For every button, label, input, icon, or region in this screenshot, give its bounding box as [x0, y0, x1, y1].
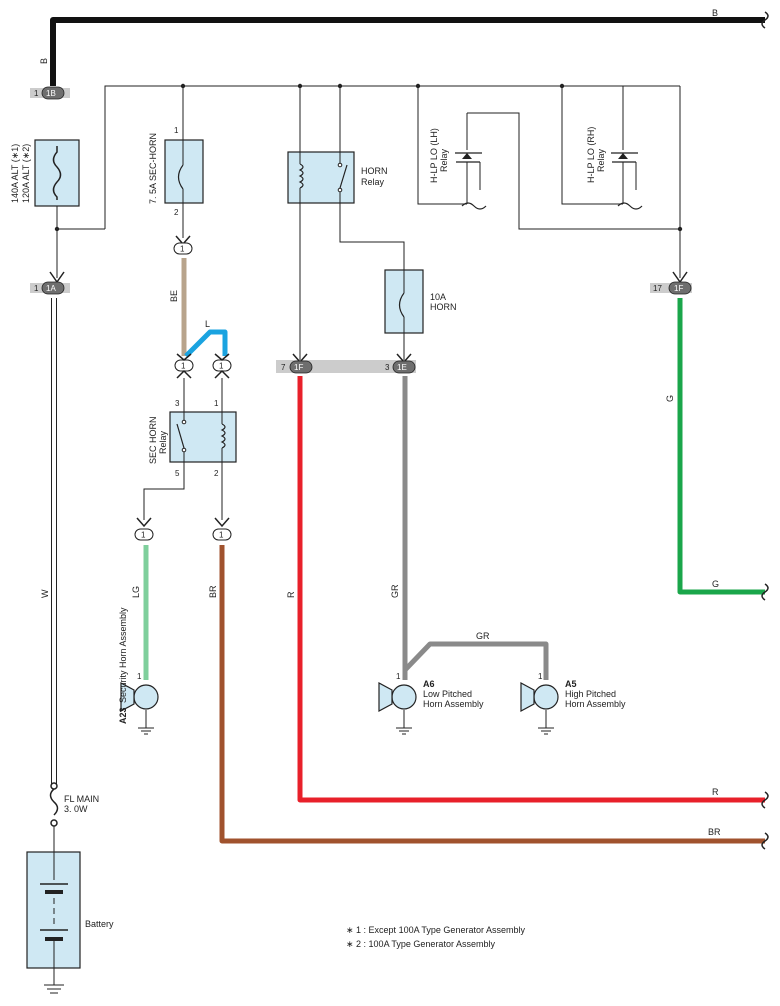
wire-b — [50, 17, 765, 86]
svg-text:A23: A23 — [118, 707, 128, 724]
wire-label-br-end: BR — [708, 827, 721, 837]
svg-text:3. 0W: 3. 0W — [64, 804, 88, 814]
svg-text:Relay: Relay — [361, 177, 385, 187]
svg-text:Relay: Relay — [596, 148, 606, 172]
connector-1b — [41, 86, 65, 100]
horn-fuse: 10A HORN — [384, 269, 457, 334]
connector-sec-horn-fuse-out — [173, 242, 193, 255]
footnotes: ∗ 1 : Except 100A Type Generator Assembl… — [346, 925, 525, 949]
svg-text:H-LP LO (RH): H-LP LO (RH) — [586, 127, 596, 183]
wire-label-b-top: B — [712, 8, 718, 18]
svg-text:1F: 1F — [674, 284, 683, 293]
svg-text:1B: 1B — [46, 89, 56, 98]
svg-text:H-LP LO (LH): H-LP LO (LH) — [429, 128, 439, 183]
svg-text:A5: A5 — [565, 679, 577, 689]
svg-text:10A: 10A — [430, 292, 446, 302]
wire-label-gr-between: GR — [476, 631, 490, 641]
svg-text:1E: 1E — [397, 363, 407, 372]
connector-1a — [41, 281, 65, 295]
thin-circuit-lines — [53, 85, 681, 985]
wire-label-w: W — [40, 589, 50, 598]
svg-text:Horn Assembly: Horn Assembly — [565, 699, 626, 709]
svg-text:3: 3 — [175, 399, 180, 408]
wire-g — [677, 298, 765, 595]
svg-text:1: 1 — [137, 672, 142, 681]
svg-text:1: 1 — [141, 531, 146, 540]
svg-text:1: 1 — [214, 399, 219, 408]
junction-dots — [54, 83, 683, 232]
svg-text:1: 1 — [180, 245, 185, 254]
colored-wires — [50, 17, 765, 844]
svg-text:2: 2 — [214, 469, 219, 478]
wire-label-b: B — [39, 58, 49, 64]
svg-text:1A: 1A — [46, 284, 56, 293]
wire-label-br: BR — [208, 585, 218, 598]
low-pitched-horn-a6: 1 A6 Low Pitched Horn Assembly — [378, 672, 484, 713]
svg-text:1: 1 — [34, 89, 39, 98]
svg-text:∗ 2 : 100A Type Generator Asse: ∗ 2 : 100A Type Generator Assembly — [346, 939, 495, 949]
svg-text:FL MAIN: FL MAIN — [64, 794, 99, 804]
svg-text:3: 3 — [385, 363, 390, 372]
wire-label-g: G — [665, 395, 675, 402]
fl-main-link: FL MAIN 3. 0W — [49, 782, 99, 852]
svg-text:120A ALT (∗2): 120A ALT (∗2) — [21, 144, 31, 203]
svg-text:1: 1 — [34, 284, 39, 293]
svg-text:A6: A6 — [423, 679, 435, 689]
wire-l — [184, 329, 228, 358]
connector-br-wire — [212, 528, 232, 541]
svg-text:HORN: HORN — [430, 302, 457, 312]
wire-label-l: L — [205, 319, 210, 329]
svg-text:5: 5 — [175, 469, 180, 478]
svg-text:140A ALT (∗1): 140A ALT (∗1) — [10, 144, 20, 203]
hlp-lo-lh-relay: H-LP LO (LH) Relay — [429, 128, 487, 210]
sec-horn-fuse: 1 2 7. 5A SEC-HORN — [148, 126, 204, 217]
connector-security-horn — [134, 528, 154, 541]
wire-labels: B B BE L LG BR R GR GR G G R BR W — [39, 8, 721, 837]
wire-label-gr: GR — [390, 584, 400, 598]
svg-text:1: 1 — [219, 531, 224, 540]
wire-r — [297, 376, 765, 803]
svg-text:SEC HORN: SEC HORN — [148, 416, 158, 464]
svg-text:High Pitched: High Pitched — [565, 689, 616, 699]
ground-symbols — [44, 727, 554, 994]
battery: Battery — [26, 851, 114, 969]
svg-text:Security Horn Assembly: Security Horn Assembly — [118, 607, 128, 703]
svg-text:1: 1 — [219, 362, 224, 371]
high-pitched-horn-a5: 1 A5 High Pitched Horn Assembly — [520, 672, 626, 713]
svg-text:Horn Assembly: Horn Assembly — [423, 699, 484, 709]
svg-text:1: 1 — [181, 362, 186, 371]
wire-label-r-end: R — [712, 787, 719, 797]
svg-text:2: 2 — [174, 208, 179, 217]
svg-text:7. 5A SEC-HORN: 7. 5A SEC-HORN — [148, 133, 158, 204]
wire-gr — [402, 376, 549, 680]
horn-relay: HORN Relay — [287, 151, 388, 204]
svg-text:17: 17 — [653, 284, 662, 293]
svg-text:Battery: Battery — [85, 919, 114, 929]
svg-text:Relay: Relay — [158, 430, 168, 454]
svg-text:Low Pitched: Low Pitched — [423, 689, 472, 699]
svg-text:1F: 1F — [294, 363, 303, 372]
wire-label-be: BE — [169, 290, 179, 302]
svg-text:Relay: Relay — [439, 148, 449, 172]
wire-label-r: R — [286, 591, 296, 598]
svg-text:1: 1 — [174, 126, 179, 135]
svg-text:7: 7 — [281, 363, 286, 372]
svg-text:1: 1 — [396, 672, 401, 681]
hlp-lo-rh-relay: H-LP LO (RH) Relay — [586, 127, 643, 210]
wire-label-g-end: G — [712, 579, 719, 589]
connectors: 1 1B 1 1A 7 1F 3 1E 17 1F 1 1 1 — [30, 86, 692, 541]
svg-text:HORN: HORN — [361, 166, 388, 176]
connector-1f-left — [289, 360, 313, 374]
wire-break-symbols — [761, 11, 769, 850]
wire-br — [219, 545, 765, 844]
wire-label-lg: LG — [131, 586, 141, 598]
connector-1e — [392, 360, 416, 374]
security-horn-a23: 1 A23 Security Horn Assembly — [118, 607, 159, 724]
sec-horn-relay: 3 1 5 2 SEC HORN Relay — [148, 399, 237, 478]
svg-text:∗ 1 : Except 100A Type Generat: ∗ 1 : Except 100A Type Generator Assembl… — [346, 925, 525, 935]
svg-text:1: 1 — [538, 672, 543, 681]
connector-1f-right — [668, 281, 692, 295]
alt-fuse: 140A ALT (∗1) 120A ALT (∗2) — [10, 139, 80, 207]
